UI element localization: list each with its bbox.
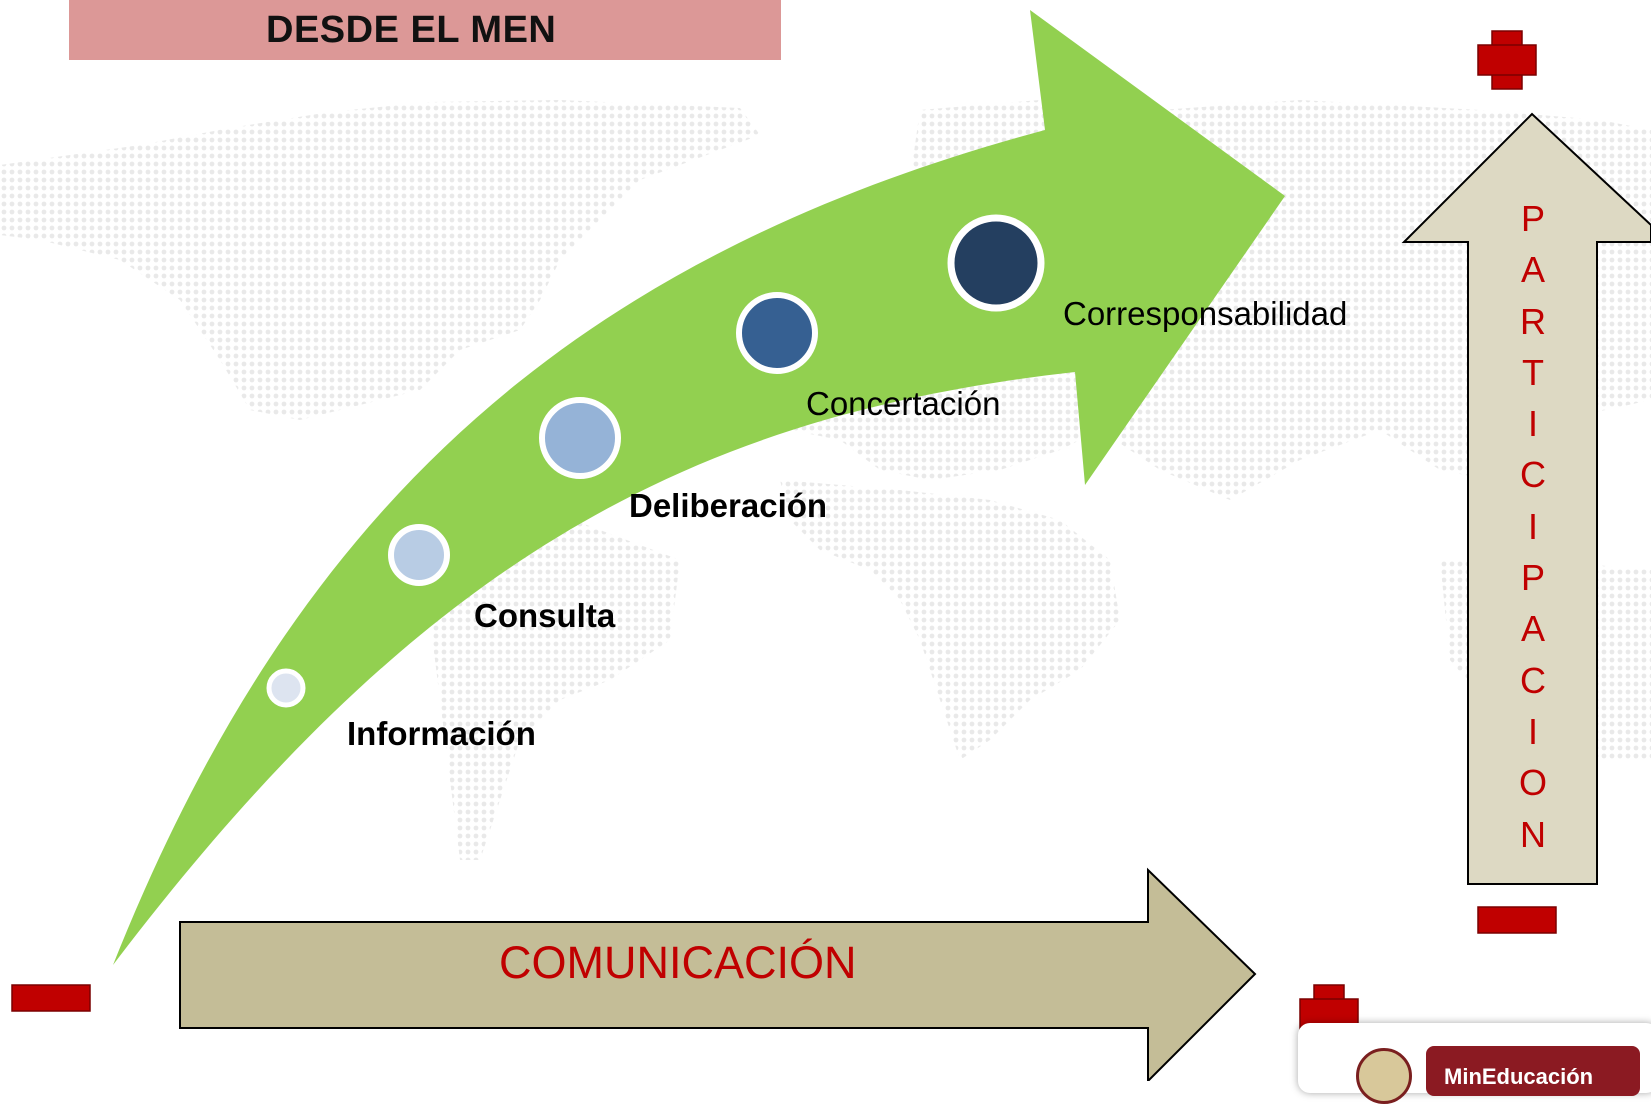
stage-circle-concertacion (736, 292, 818, 374)
participacion-letter: I (1527, 710, 1538, 752)
participacion-up-arrow (1401, 112, 1651, 885)
mineducacion-logo: MinEducación (1426, 1046, 1640, 1096)
stage-circle-consulta (388, 524, 450, 586)
coat-of-arms-icon (1356, 1048, 1412, 1104)
participacion-letter: T (1522, 351, 1544, 393)
map-north-america (0, 100, 760, 420)
stage-circles (266, 214, 1045, 708)
header-banner: DESDE EL MEN (69, 0, 781, 60)
minus-icon-left (11, 984, 91, 1012)
comunicacion-label: COMUNICACIÓN (499, 937, 857, 988)
participacion-letter: I (1527, 403, 1538, 445)
minus-icon-right (1477, 906, 1557, 934)
map-africa (780, 480, 1120, 760)
stage-label-deliberacion: Deliberación (629, 487, 828, 524)
stage-label-corresponsabilidad: Corresponsabilidad (1063, 295, 1348, 332)
stage-label-consulta: Consulta (474, 597, 616, 634)
stage-circle-informacion (266, 668, 306, 708)
participacion-letter: C (1520, 659, 1546, 701)
participacion-letter: A (1520, 608, 1545, 650)
plus-icon-top (1477, 30, 1537, 90)
participacion-label: P A R T I C I P A C I O N (1503, 193, 1563, 860)
participacion-letter: I (1527, 505, 1538, 547)
participacion-letter: A (1520, 249, 1545, 291)
stage-label-informacion: Información (347, 715, 536, 752)
comunicacion-right-arrow (179, 867, 1257, 1081)
map-south-america (415, 500, 680, 860)
stage-circle-corresponsabilidad (947, 214, 1045, 312)
participacion-letter: N (1520, 813, 1546, 855)
participacion-letter: O (1518, 762, 1547, 804)
participacion-letter: P (1520, 198, 1545, 239)
stage-circle-deliberacion (539, 397, 621, 479)
participacion-letter: C (1520, 454, 1546, 496)
diagram-svg (0, 10, 1651, 1081)
participacion-letter: R (1520, 300, 1546, 342)
page-title: DESDE EL MEN (266, 8, 557, 51)
stage-label-concertacion: Concertación (806, 385, 1001, 422)
participacion-letter: P (1520, 557, 1545, 599)
logo-text: MinEducación (1444, 1064, 1594, 1089)
